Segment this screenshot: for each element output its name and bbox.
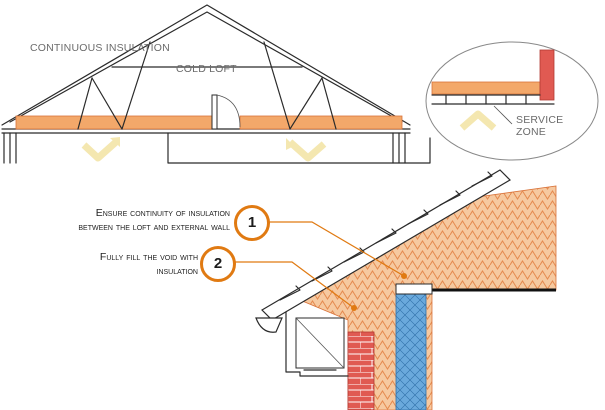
heat-arrow-left bbox=[81, 139, 119, 162]
service-zone-detail bbox=[425, 41, 599, 161]
leader-dot-2 bbox=[351, 305, 357, 311]
eaves-detail bbox=[255, 169, 557, 410]
detail-heat-arrow bbox=[459, 110, 497, 131]
detail-wall bbox=[539, 49, 555, 101]
detail-insulation bbox=[431, 81, 541, 95]
heat-arrow-right bbox=[287, 139, 327, 162]
brick-outer-leaf bbox=[347, 331, 375, 410]
detail-battens bbox=[445, 94, 527, 105]
block-inner-leaf bbox=[395, 291, 427, 410]
note-1: Ensure continuity of insulation between … bbox=[18, 206, 230, 234]
wall-plate bbox=[395, 283, 433, 295]
loft-hatch bbox=[211, 94, 218, 130]
leader-dot-1 bbox=[401, 273, 407, 279]
hatch-swing bbox=[216, 94, 241, 128]
loft-insulation-left bbox=[15, 115, 213, 130]
label-cold-loft: COLD LOFT bbox=[176, 63, 237, 75]
note-2-line1: Fully fill the void with bbox=[99, 251, 198, 263]
external-walls bbox=[3, 132, 431, 164]
label-service-zone: SERVICE ZONE bbox=[516, 114, 564, 138]
leader-line-2 bbox=[232, 261, 355, 309]
eaves-brace bbox=[295, 317, 345, 369]
roof-section bbox=[1, 4, 431, 164]
gutter bbox=[255, 317, 283, 333]
heat-arrow-right-head bbox=[286, 138, 294, 150]
roof-rafter bbox=[261, 169, 511, 321]
detail-circle bbox=[425, 41, 599, 161]
label-continuous-insulation: CONTINUOUS INSULATION bbox=[30, 42, 170, 54]
note-1-line2: between the loft and external wall bbox=[78, 221, 230, 233]
leader-line-1 bbox=[264, 221, 405, 277]
roof-tiles bbox=[279, 171, 493, 301]
service-zone-leader bbox=[493, 105, 513, 125]
note-2: Fully fill the void with insulation bbox=[30, 250, 198, 278]
note-2-line2: insulation bbox=[156, 265, 199, 277]
note-1-line1: Ensure continuity of insulation bbox=[95, 207, 230, 219]
callout-2: 2 bbox=[200, 246, 236, 282]
soffit-board bbox=[285, 311, 349, 377]
truss-webs bbox=[77, 41, 337, 130]
roof-outline-inner bbox=[9, 11, 403, 123]
callout-1: 1 bbox=[234, 205, 270, 241]
loft-insulation-right bbox=[239, 115, 403, 130]
roof-outline bbox=[1, 4, 411, 126]
heat-arrow-left-head bbox=[110, 137, 120, 147]
